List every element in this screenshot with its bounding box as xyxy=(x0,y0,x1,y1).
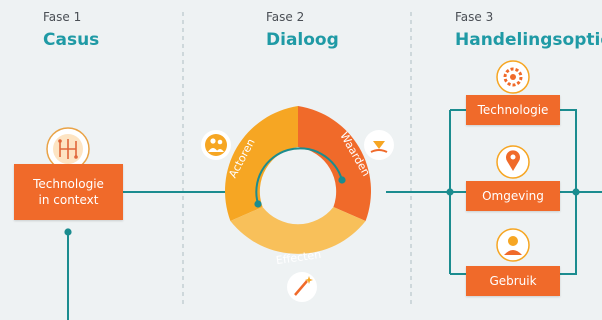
technology-in-context-line-2: in context xyxy=(38,193,99,207)
technology-in-context-box: Technologie in context xyxy=(14,164,123,220)
option-label-gebruik: Gebruik xyxy=(489,274,537,288)
connector-dots xyxy=(64,188,580,236)
ring-segment-effecten xyxy=(230,207,366,254)
diamond-hand-icon xyxy=(364,130,394,160)
phase-2-title: Dialoog xyxy=(266,30,339,50)
phase-1-number: Fase 1 xyxy=(43,10,82,24)
location-pin-icon xyxy=(496,145,530,179)
ring-cycle-arrow xyxy=(255,147,343,205)
gear-icon xyxy=(496,60,530,94)
magic-wand-icon xyxy=(287,272,317,302)
technology-in-context-line-1: Technologie xyxy=(33,177,104,191)
people-icon xyxy=(201,130,231,160)
phase-1-title: Casus xyxy=(43,30,100,50)
phase-3-title: Handelingsopties xyxy=(455,30,602,50)
option-box-omgeving: Omgeving xyxy=(466,181,560,211)
ring-segment-actoren xyxy=(225,106,298,221)
circuit-brain-icon xyxy=(46,127,90,171)
dialogue-ring: Actoren Waarden Effecten xyxy=(225,106,373,267)
phase-2-number: Fase 2 xyxy=(266,10,305,24)
option-box-technologie: Technologie xyxy=(466,95,560,125)
phase-3-number: Fase 3 xyxy=(455,10,494,24)
ring-arrow-dot-left xyxy=(254,200,262,208)
person-icon xyxy=(496,228,530,262)
ring-label-effecten: Effecten xyxy=(275,248,322,267)
option-box-gebruik: Gebruik xyxy=(466,266,560,296)
option-label-omgeving: Omgeving xyxy=(482,189,544,203)
option-label-technologie: Technologie xyxy=(477,103,549,117)
ring-arrow-dot-right xyxy=(338,176,346,184)
